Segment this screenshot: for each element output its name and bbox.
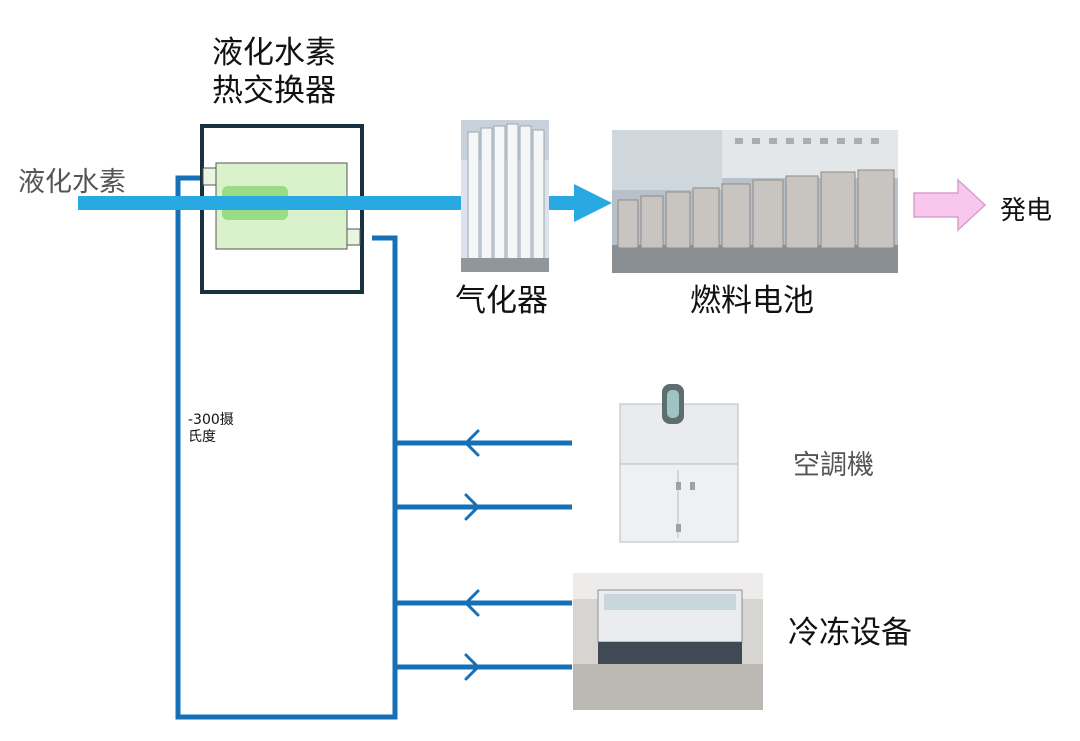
right-arrow-icon [464, 493, 481, 521]
temperature-label-line2: 氏度 [188, 429, 216, 445]
loop-left-pipe [175, 175, 398, 720]
vaporizer-label: 气化器 [455, 283, 548, 319]
right-arrow-icon [913, 178, 987, 232]
refrigeration-image [573, 573, 763, 710]
vaporizer-image [461, 120, 549, 272]
heat-exchanger-outlet [346, 228, 361, 246]
temperature-label-line1: -300摄 [188, 412, 234, 428]
air-conditioner-label: 空調機 [793, 450, 874, 481]
left-arrow-icon [463, 589, 480, 617]
air-conditioner-image [619, 384, 739, 543]
heat-exchanger-title-line1: 液化水素 [212, 35, 336, 71]
left-arrow-icon [463, 429, 480, 457]
power-generation-label: 発电 [1000, 196, 1053, 226]
heat-exchanger-title-line2: 热交换器 [212, 73, 336, 109]
coolant-loop [175, 175, 572, 720]
right-arrow-icon [464, 653, 481, 681]
right-arrow-icon [574, 184, 612, 222]
fuel-cell-image [612, 130, 898, 273]
liquid-hydrogen-input-label: 液化水素 [18, 167, 126, 198]
heat-exchanger-inlet [202, 167, 217, 186]
refrigeration-label: 冷冻设备 [788, 615, 912, 651]
fuel-cell-label: 燃料电池 [690, 283, 814, 319]
